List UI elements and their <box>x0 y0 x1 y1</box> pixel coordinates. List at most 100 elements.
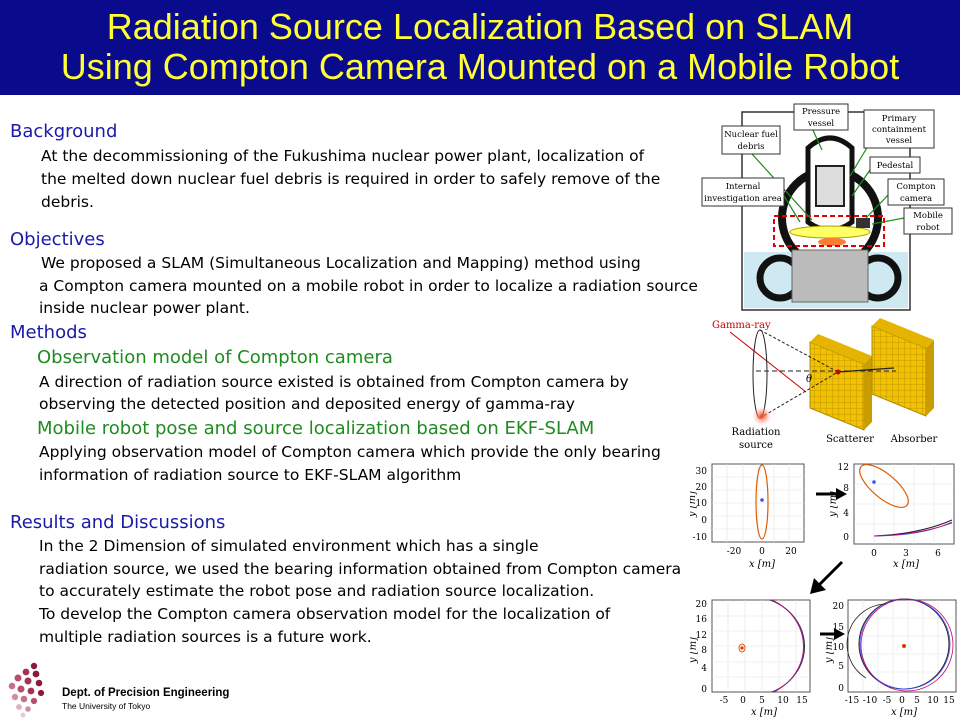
label-internal-investigation: Internal investigation area <box>701 177 785 207</box>
methods-observation-line-2: observing the detected position and depo… <box>39 395 575 413</box>
plot-2: 12 8 4 0 0 3 6 x [m] y [m] <box>830 463 955 570</box>
plot-4-xtick-5: 10 <box>927 696 939 706</box>
svg-text:Mobile: Mobile <box>913 211 943 221</box>
label-compton-camera: Compton camera <box>887 178 945 206</box>
plot-2-ylabel: y [m] <box>830 491 839 518</box>
scatterer-shape <box>809 334 872 431</box>
svg-text:camera: camera <box>900 194 932 204</box>
radiation-source-marker <box>752 406 772 426</box>
plot-1-xtick-0: -20 <box>727 547 742 557</box>
svg-text:Internal: Internal <box>726 182 761 192</box>
investigation-area-box <box>773 215 885 247</box>
label-nuclear-fuel: Nuclear fuel debris <box>721 125 781 155</box>
gamma-arrow-line <box>729 331 807 393</box>
plot-3-xlabel: x [m] <box>751 707 777 718</box>
svg-text:Pressure: Pressure <box>802 107 840 117</box>
plot-4-xtick-4: 5 <box>914 696 920 706</box>
absorber-shape <box>871 318 934 417</box>
label-mobile-robot: Mobile robot <box>903 207 953 235</box>
results-line-5: multiple radiation sources is a future w… <box>39 628 372 646</box>
results-line-3: to accurately estimate the robot pose an… <box>39 582 595 600</box>
results-line-2: radiation source, we used the bearing in… <box>39 560 682 578</box>
logo-department-name: Dept. of Precision Engineering <box>62 687 229 699</box>
plot-3-ytick-2: 12 <box>696 631 707 641</box>
plot-4-estimate <box>902 644 906 648</box>
debris-hotspot <box>818 238 846 246</box>
plot-3-uncertainty-ellipse <box>738 643 746 653</box>
results-heading: Results and Discussions <box>10 512 226 533</box>
plot-3-ytick-0: 20 <box>696 600 708 610</box>
svg-text:vessel: vessel <box>807 119 835 129</box>
plot-2-xlabel: x [m] <box>893 559 919 570</box>
methods-ekf-line-1: Applying observation model of Compton ca… <box>39 443 661 461</box>
background-line-2: the melted down nuclear fuel debris is r… <box>41 170 661 188</box>
plot-2-estimate <box>872 480 876 484</box>
plot-1-uncertainty-ellipse <box>755 464 769 540</box>
plot-4-ytick-2: 10 <box>833 643 845 653</box>
plot-4-ytick-0: 20 <box>833 602 845 612</box>
plot-3: 20 16 12 8 4 0 -5 0 5 10 15 x [m] y [m] <box>690 599 811 718</box>
svg-text:robot: robot <box>916 223 940 233</box>
plot-2-xtick-1: 3 <box>903 549 909 559</box>
plot-2-xtick-0: 0 <box>871 549 877 559</box>
title-line-2: Using Compton Camera Mounted on a Mobile… <box>60 46 900 87</box>
reactor-diagram: Nuclear fuel debris Pressure vessel Prim… <box>701 103 953 311</box>
plot-4-xtick-3: 0 <box>899 696 905 706</box>
plot-1-estimate <box>760 498 764 502</box>
plot-1-ytick-2: 10 <box>696 499 708 509</box>
svg-text:Nuclear fuel: Nuclear fuel <box>724 130 778 140</box>
plot-3-estimate <box>740 646 744 650</box>
plot-1: 30 20 10 0 -10 -20 0 20 x [m] y [m] <box>690 463 805 570</box>
plot-2-odometry-path <box>873 522 953 537</box>
objectives-heading: Objectives <box>10 229 105 250</box>
absorber-label: Absorber <box>890 434 938 445</box>
svg-text:Compton: Compton <box>896 182 936 192</box>
plot-3-xtick-3: 10 <box>777 696 789 706</box>
plot-1-ytick-0: 30 <box>696 467 708 477</box>
svg-text:Pedestal: Pedestal <box>877 161 914 171</box>
plot-4-ytick-3: 5 <box>838 662 844 672</box>
source-label-1: Radiation <box>732 427 782 438</box>
title-banner: Radiation Source Localization Based on S… <box>0 0 960 95</box>
scatter-point <box>835 369 841 375</box>
plot-4-ytick-4: 0 <box>838 684 844 694</box>
plot-3-xtick-1: 0 <box>740 696 746 706</box>
methods-observation-line-1: A direction of radiation source existed … <box>39 373 629 391</box>
plot-3-ytick-5: 0 <box>701 685 707 695</box>
svg-text:containment: containment <box>872 125 927 135</box>
plot-2-ytick-1: 8 <box>843 484 849 494</box>
arrow-right-icon <box>816 488 847 500</box>
plot-4-ylabel: y [m] <box>826 637 835 664</box>
label-primary-containment: Primary containment vessel <box>863 109 935 149</box>
plot-4: 20 15 10 5 0 -15 -10 -5 0 5 10 15 x [m] … <box>826 598 957 718</box>
plot-3-ytick-4: 4 <box>701 664 707 674</box>
svg-text:debris: debris <box>737 142 764 152</box>
plot-3-ylabel: y [m] <box>690 637 699 664</box>
svg-text:vessel: vessel <box>885 136 913 146</box>
plot-1-xtick-1: 0 <box>759 547 765 557</box>
plot-2-uncertainty-ellipse <box>859 464 909 508</box>
label-pressure-vessel: Pressure vessel <box>793 103 849 131</box>
compton-diagram: Gamma-ray θ Radiation source Scatterer A… <box>712 318 938 451</box>
plot-3-ytick-3: 8 <box>701 646 707 656</box>
mobile-robot-shape <box>856 218 870 228</box>
background-line-3: debris. <box>41 193 94 211</box>
logo-university-name: The University of Tokyo <box>62 701 150 711</box>
plot-3-xtick-0: -5 <box>720 696 729 706</box>
reactor-core <box>815 165 845 207</box>
background-line-1: At the decommissioning of the Fukushima … <box>41 147 645 165</box>
cone-line-bottom <box>759 371 839 419</box>
plot-3-odometry-path <box>771 599 804 693</box>
debris-layer <box>789 225 871 239</box>
plot-2-ytick-2: 4 <box>843 509 849 519</box>
scatterer-label: Scatterer <box>826 434 874 445</box>
plot-2-xtick-2: 6 <box>935 549 941 559</box>
title-line-1: Radiation Source Localization Based on S… <box>106 6 854 47</box>
plot-3-ytick-1: 16 <box>696 615 708 625</box>
plot-1-ytick-1: 20 <box>696 483 708 493</box>
plot-4-ytick-1: 15 <box>833 623 845 633</box>
department-logo: Dept. of Precision Engineering The Unive… <box>8 662 229 718</box>
compton-cone-ellipse <box>752 329 768 419</box>
svg-text:investigation area: investigation area <box>704 194 782 204</box>
label-pedestal: Pedestal <box>869 156 921 174</box>
